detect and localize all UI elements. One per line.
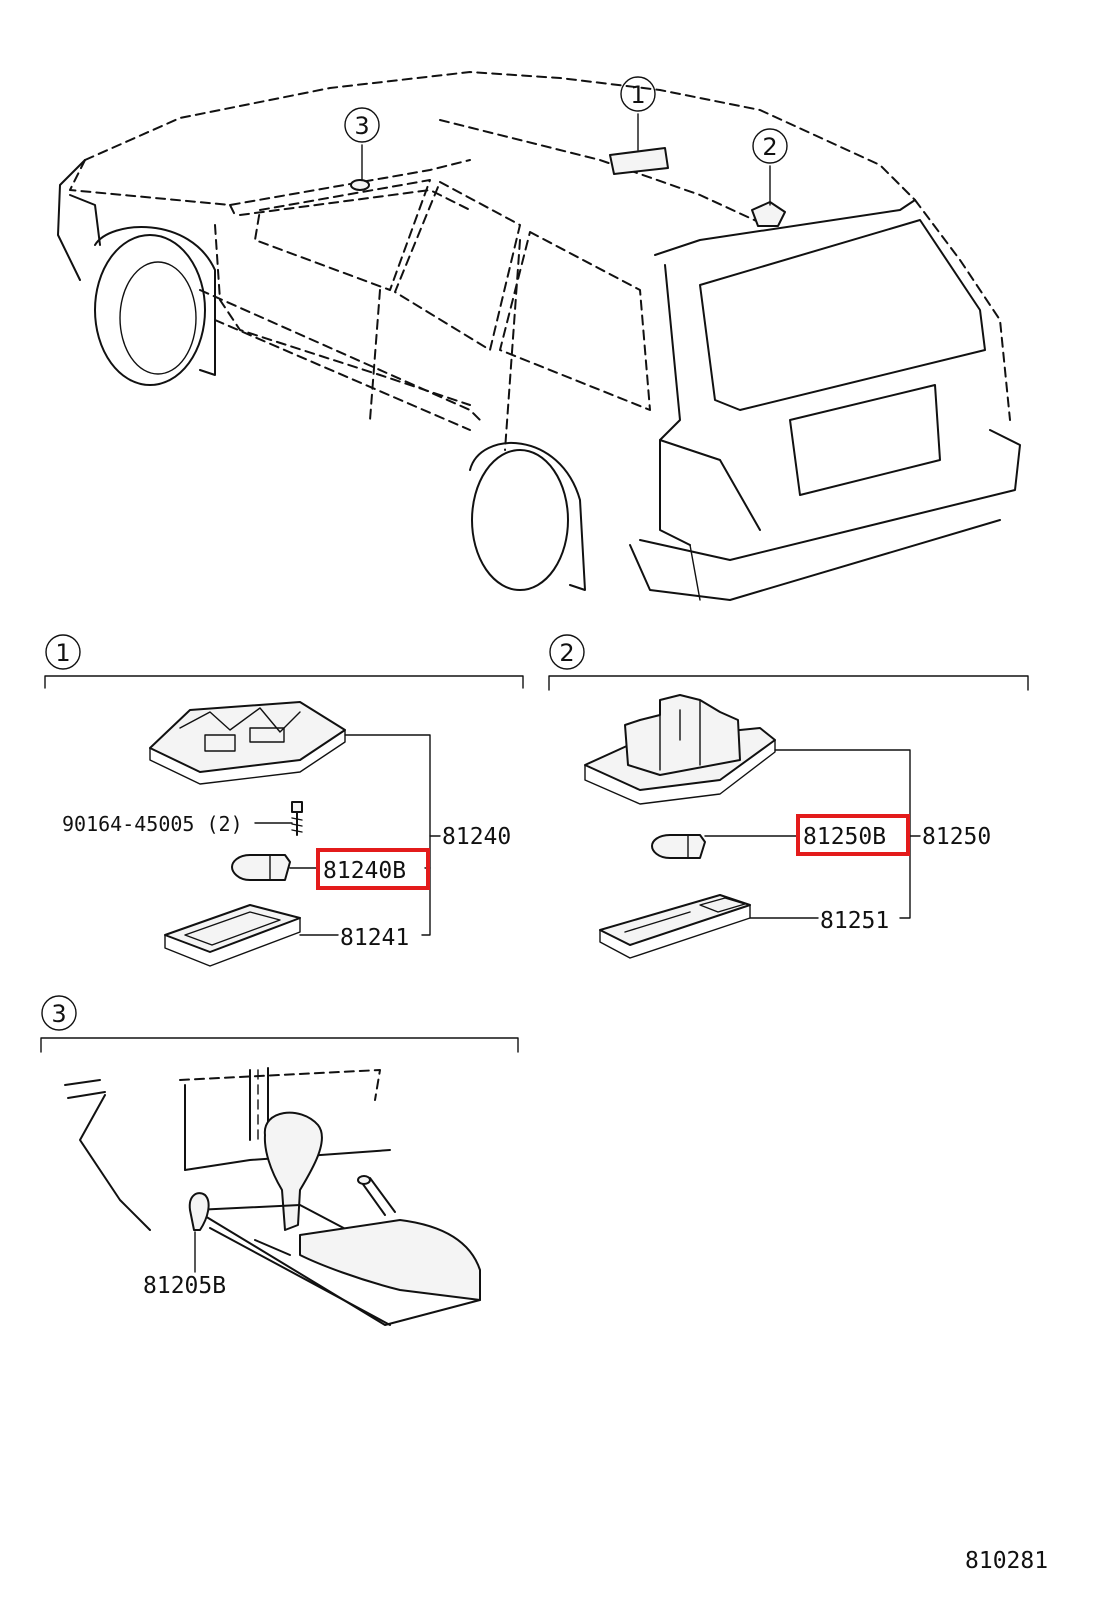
callout-section-1: 1 xyxy=(45,634,81,670)
svg-text:1: 1 xyxy=(55,639,70,667)
svg-text:3: 3 xyxy=(354,112,369,140)
callout-section-2: 2 xyxy=(549,634,585,670)
svg-text:3: 3 xyxy=(51,1000,66,1028)
lens-81251-illustration xyxy=(599,894,751,959)
callout-section-3: 3 xyxy=(41,995,77,1031)
section-3: 3 81205B xyxy=(40,995,519,1326)
callout-roof-2: 2 xyxy=(752,128,788,164)
bulb-81250b-illustration xyxy=(651,834,706,859)
svg-text:1: 1 xyxy=(630,81,645,109)
callout-roof-1: 1 xyxy=(620,76,656,112)
callout-roof-3: 3 xyxy=(344,107,380,143)
console-illustration xyxy=(64,1067,481,1326)
figure-code: 810281 xyxy=(965,1548,1048,1574)
svg-text:2: 2 xyxy=(762,133,777,161)
section-2: 2 81250 81250B 81251 xyxy=(548,634,1029,959)
svg-text:2: 2 xyxy=(559,639,574,667)
bulb-81205b-illustration xyxy=(188,1192,210,1231)
label-81241: 81241 xyxy=(340,925,409,951)
label-81250: 81250 xyxy=(922,824,991,850)
label-81240b: 81240B xyxy=(323,858,406,884)
highlight-81240b xyxy=(316,848,430,890)
housing-81250-illustration xyxy=(584,694,776,805)
label-screw-90164-45005: 90164-45005 (2) xyxy=(62,812,243,836)
screw-icon xyxy=(291,801,303,836)
label-81251: 81251 xyxy=(820,908,889,934)
housing-81240-illustration xyxy=(149,701,346,785)
label-81250b: 81250B xyxy=(803,824,886,850)
highlight-81250b xyxy=(796,814,910,856)
bulb-81240b-illustration xyxy=(231,854,291,881)
label-81205b: 81205B xyxy=(143,1273,226,1299)
car-overview-illustration xyxy=(57,71,1021,601)
label-81240: 81240 xyxy=(442,824,511,850)
section-1: 1 xyxy=(44,634,524,967)
lens-81241-illustration xyxy=(164,904,301,967)
